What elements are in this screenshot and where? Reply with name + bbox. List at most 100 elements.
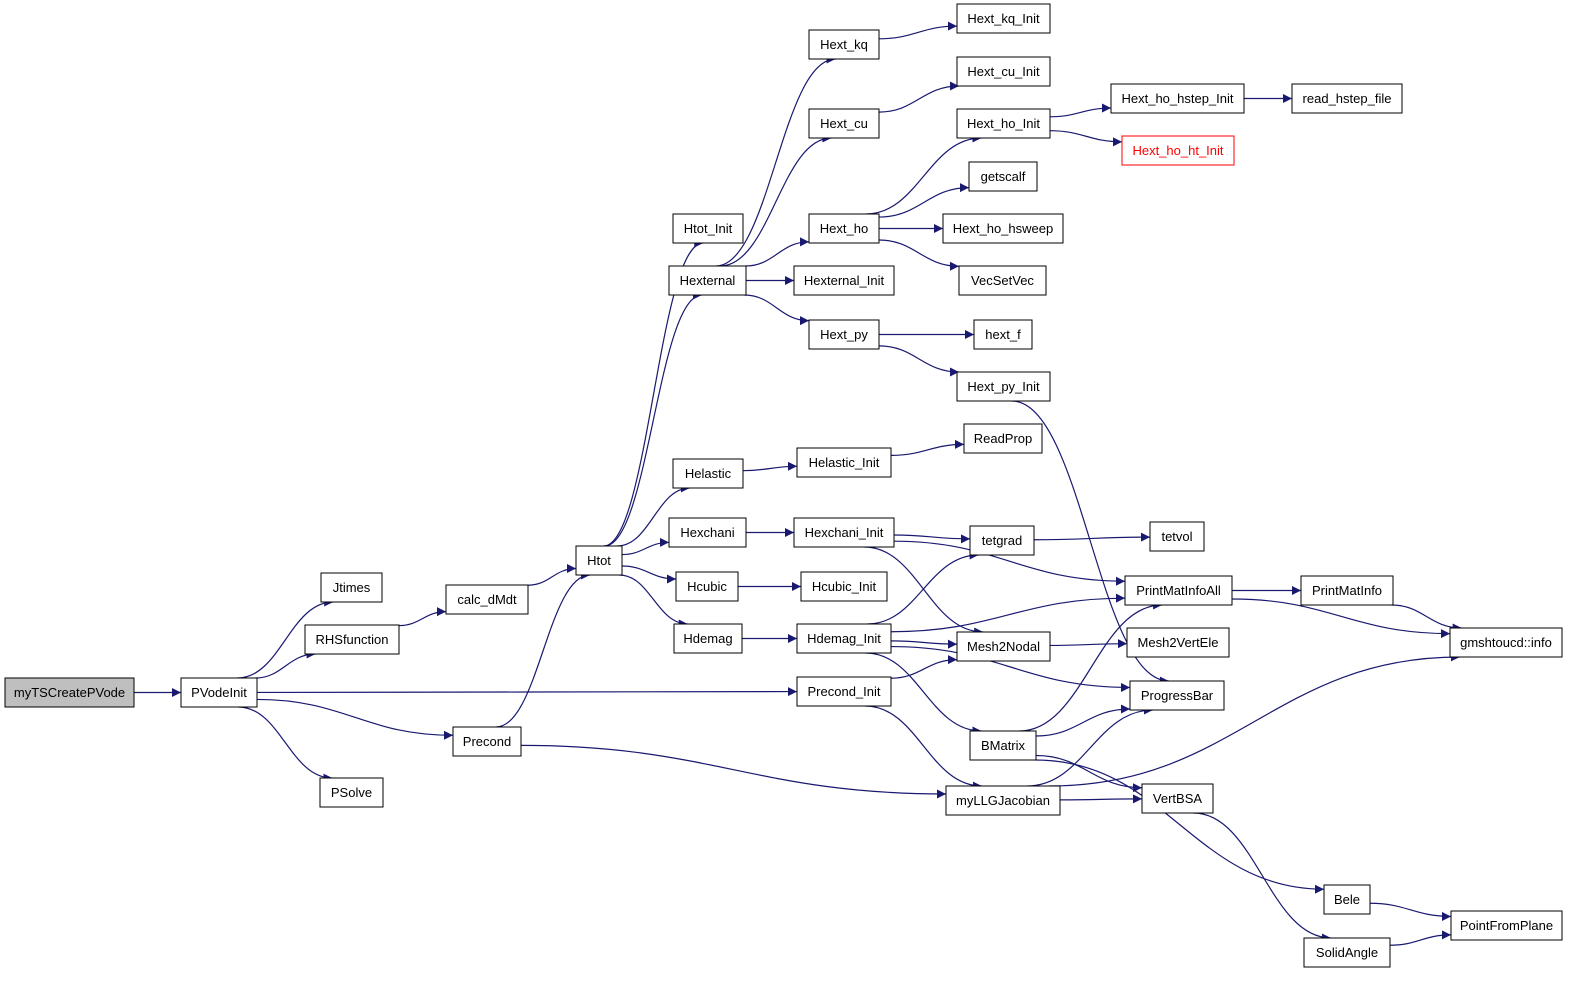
node-box [942, 213, 1064, 244]
node-read-hstep-file[interactable]: read_hstep_file [1291, 83, 1403, 114]
node-rhsfunction[interactable]: RHSfunction [304, 624, 400, 655]
node-precond-init[interactable]: Precond_Init [796, 676, 892, 707]
node-box [445, 584, 529, 615]
node-tetvol[interactable]: tetvol [1149, 521, 1205, 552]
node-hexchani-init[interactable]: Hexchani_Init [793, 517, 895, 548]
node-hexternal[interactable]: Hexternal [668, 265, 747, 296]
node-label: SolidAngle [1316, 945, 1378, 960]
edge-bmatrix-to-printmatinfoall [1019, 600, 1163, 732]
node-printmatinfo[interactable]: PrintMatInfo [1300, 575, 1394, 606]
node-box [968, 161, 1038, 192]
node-box [672, 458, 744, 489]
node-calc-dmdt[interactable]: calc_dMdt [445, 584, 529, 615]
node-box [945, 785, 1061, 816]
node-progressbar[interactable]: ProgressBar [1129, 680, 1225, 711]
node-box [1449, 627, 1563, 658]
node-label: PrintMatInfo [1312, 583, 1382, 598]
node-box [956, 3, 1051, 34]
node-pvodeinit[interactable]: PVodeInit [180, 677, 258, 708]
node-bele[interactable]: Bele [1323, 884, 1371, 915]
node-hext-cu[interactable]: Hext_cu [808, 108, 880, 139]
node-hext-ho-hstep-init[interactable]: Hext_ho_hstep_Init [1110, 83, 1245, 114]
node-htot-init[interactable]: Htot_Init [672, 213, 744, 244]
node-hexternal-init[interactable]: Hexternal_Init [793, 265, 895, 296]
edge-precond-to-myllgjacobian [520, 744, 947, 799]
node-precond[interactable]: Precond [452, 726, 522, 757]
node-tetgrad[interactable]: tetgrad [969, 525, 1035, 556]
node-box [958, 265, 1047, 296]
node-hexchani[interactable]: Hexchani [668, 517, 747, 548]
node-vecsetvec[interactable]: VecSetVec [958, 265, 1047, 296]
node-printmatinfoall[interactable]: PrintMatInfoAll [1124, 575, 1233, 606]
edge-layer [133, 21, 1462, 946]
edge-hexchani-init-to-tetgrad [893, 534, 971, 544]
node-hext-kq-init[interactable]: Hext_kq_Init [956, 3, 1051, 34]
node-box [1291, 83, 1403, 114]
node-mesh2vertele[interactable]: Mesh2VertEle [1126, 627, 1230, 658]
node-helastic[interactable]: Helastic [672, 458, 744, 489]
node-label: read_hstep_file [1303, 91, 1392, 106]
node-psolve[interactable]: PSolve [319, 777, 384, 808]
node-hdemag[interactable]: Hdemag [673, 623, 743, 654]
node-hext-ho-hsweep[interactable]: Hext_ho_hsweep [942, 213, 1064, 244]
edge-rhsfunction-to-calc-dmdt [398, 607, 447, 627]
node-hext-py-init[interactable]: Hext_py_Init [956, 371, 1051, 402]
edge-precond-to-htot [495, 570, 591, 728]
node-box [1303, 937, 1391, 968]
node-box [1323, 884, 1371, 915]
node-myllgjacobian[interactable]: myLLGJacobian [945, 785, 1061, 816]
node-box [1126, 627, 1230, 658]
edge-bmatrix-to-progressbar [1035, 704, 1131, 737]
node-htot[interactable]: Htot [575, 545, 623, 576]
edge-hdemag-init-to-mesh2nodal [890, 639, 958, 649]
node-hext-f[interactable]: hext_f [973, 319, 1033, 350]
node-hdemag-init[interactable]: Hdemag_Init [796, 623, 892, 654]
node-label: Hdemag [683, 631, 732, 646]
node-hext-ho-init[interactable]: Hext_ho_Init [956, 108, 1051, 139]
node-jtimes[interactable]: Jtimes [320, 572, 383, 603]
node-label: VertBSA [1153, 791, 1202, 806]
node-gmshtoucd-info[interactable]: gmshtoucd::info [1449, 627, 1563, 658]
node-hcubic-init[interactable]: Hcubic_Init [800, 571, 888, 602]
edge-pvodeinit-to-precond-init [256, 687, 798, 697]
node-label: Hext_cu [820, 116, 868, 131]
node-getscalf[interactable]: getscalf [968, 161, 1038, 192]
edge-hdemag-init-to-progressbar [890, 645, 1131, 692]
node-bmatrix[interactable]: BMatrix [969, 730, 1037, 761]
node-readprop[interactable]: ReadProp [963, 423, 1043, 454]
node-hcubic[interactable]: Hcubic [675, 571, 739, 602]
node-label: Hext_ho [820, 221, 868, 236]
node-label: tetgrad [982, 533, 1022, 548]
node-box [180, 677, 258, 708]
node-box [1450, 910, 1563, 941]
edge-vertbsa-to-solidangle [1193, 812, 1332, 943]
node-label: Mesh2Nodal [967, 639, 1040, 654]
edge-printmatinfoall-to-gmshtoucd-info [1231, 598, 1451, 639]
node-hext-kq[interactable]: Hext_kq [808, 29, 880, 60]
node-hext-cu-init[interactable]: Hext_cu_Init [956, 56, 1051, 87]
edge-tetgrad-to-tetvol [1033, 532, 1151, 542]
edge-solidangle-to-pointfromplane [1389, 930, 1452, 946]
node-label: Hext_ho_hstep_Init [1121, 91, 1233, 106]
node-hext-ho-ht-init[interactable]: Hext_ho_ht_Init [1121, 135, 1235, 166]
node-hext-ho[interactable]: Hext_ho [808, 213, 880, 244]
node-box [808, 213, 880, 244]
edge-hexternal-to-hext-py [744, 294, 810, 326]
node-vertbsa[interactable]: VertBSA [1141, 783, 1214, 814]
node-mesh2nodal[interactable]: Mesh2Nodal [956, 631, 1051, 662]
node-helastic-init[interactable]: Helastic_Init [796, 447, 892, 478]
node-label: Mesh2VertEle [1138, 635, 1219, 650]
node-box [668, 517, 747, 548]
node-label: BMatrix [981, 738, 1026, 753]
node-hext-py[interactable]: Hext_py [808, 319, 880, 350]
node-mytscreatepvode[interactable]: myTSCreatePVode [4, 677, 135, 708]
node-label: hext_f [985, 327, 1021, 342]
edge-hdemag-init-to-printmatinfoall [890, 593, 1126, 633]
node-label: getscalf [981, 169, 1026, 184]
node-label: Hext_py [820, 327, 868, 342]
node-label: Hext_kq [820, 37, 868, 52]
node-pointfromplane[interactable]: PointFromPlane [1450, 910, 1563, 941]
node-solidangle[interactable]: SolidAngle [1303, 937, 1391, 968]
edge-htot-to-hexternal [604, 290, 702, 547]
edge-pvodeinit-to-jtimes [237, 597, 334, 679]
